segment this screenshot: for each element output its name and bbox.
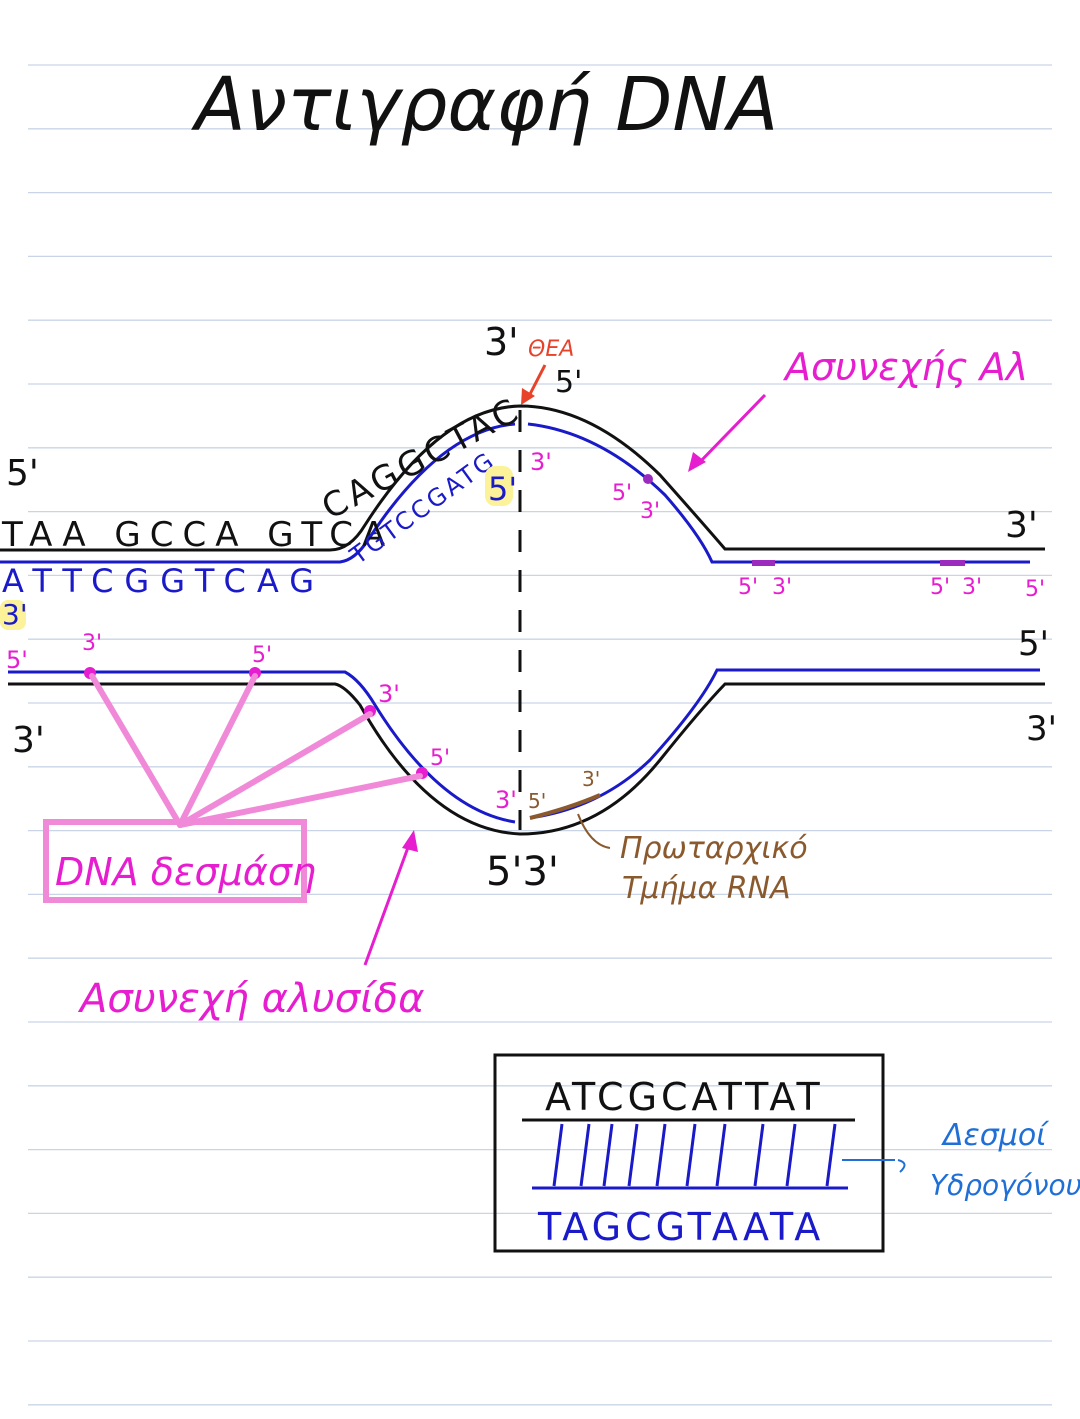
hbond-label-2: Υδρογόνου (930, 1169, 1080, 1202)
ruled-lines (28, 64, 1052, 1406)
hbond-label-1: Δεσμοί (941, 1118, 1049, 1153)
lagging-arrowhead (402, 830, 418, 852)
frag-a-5: 5' (612, 481, 632, 506)
page-title: Αντιγραφή DNA (191, 62, 778, 148)
primer-pointer (577, 813, 611, 849)
blue-mid-3-label: 3' (530, 448, 552, 476)
hydrogen-bond-line (753, 1123, 765, 1187)
hydrogen-bond-line (685, 1123, 697, 1187)
hydrogen-bonds (552, 1123, 837, 1187)
bottom-mid-label: 5'3' (486, 849, 559, 895)
top-strand-sequence: TAA GCCA GTCA (1, 515, 394, 555)
arc-3: 3' (495, 786, 517, 814)
lagging-arrow (363, 841, 412, 966)
bottom-new-strand (8, 668, 1040, 824)
blue-left-3-label: 3' (2, 598, 28, 631)
primer-5: 5' (528, 789, 546, 813)
top-new-strand (0, 422, 1030, 564)
ligase-label: DNA δεσμάση (55, 850, 316, 894)
top-parent-strand (0, 404, 1045, 552)
helicase-arrow (526, 364, 547, 399)
hydrogen-bond-line (627, 1123, 639, 1187)
bottom-left-3: 3' (12, 720, 45, 761)
frag-b-5: 5' (738, 575, 758, 600)
bottom-right-3: 3' (1026, 709, 1057, 749)
pairing-top-seq: ATCGCATTAT (545, 1075, 824, 1119)
hydrogen-bond-line (579, 1123, 591, 1187)
pairing-bottom-seq: TAGCGTAATA (537, 1205, 824, 1249)
discontinuous-arrowhead (688, 452, 706, 472)
blue-mid-5-label: 5' (488, 470, 517, 508)
top-mid-3-label: 3' (484, 320, 519, 364)
lag-5a: 5' (252, 643, 272, 668)
frag-a-3: 3' (640, 499, 660, 524)
frag-d-5: 5' (930, 575, 950, 600)
helicase-arrowhead (521, 388, 535, 405)
ligase-box (43, 819, 307, 903)
top-mid-5-label: 5' (555, 365, 582, 400)
lag-3b: 3' (378, 680, 400, 708)
hydrogen-bond-line (785, 1123, 797, 1187)
discontinuous-arrow (695, 393, 767, 467)
frag-d-3: 3' (962, 575, 982, 600)
hydrogen-bond-line (715, 1123, 727, 1187)
hydrogen-bond-line (602, 1123, 614, 1187)
primer-label-1: Πρωταρχικό (620, 831, 808, 866)
primer-3: 3' (582, 767, 600, 791)
lagging-label: Ασυνεχή αλυσίδα (77, 976, 424, 1022)
lag-5b: 5' (430, 746, 450, 771)
hydrogen-bond-line (552, 1123, 564, 1187)
rna-primer (529, 793, 601, 820)
lag-3a: 3' (82, 631, 102, 656)
nick-dot (643, 474, 653, 484)
highlight-3 (0, 600, 26, 630)
bottom-right-5: 5' (1018, 624, 1049, 664)
helicase-label: ΘΕΑ (528, 337, 574, 362)
discontinuous-label: Ασυνεχής Αλ (782, 345, 1028, 389)
bottom-parent-strand (8, 682, 1045, 836)
top-right-3-label: 3' (1005, 505, 1038, 546)
bottom-left-5: 5' (6, 646, 28, 674)
highlight-5 (485, 466, 513, 506)
top-left-5-label: 5' (6, 453, 39, 494)
hydrogen-bond-line (655, 1123, 667, 1187)
frag-c-5: 5' (1025, 577, 1045, 602)
blue-strand-sequence: ATTCGGTCAG (2, 562, 325, 600)
hydrogen-bond-line (825, 1123, 837, 1187)
hbond-arrowhead (897, 1159, 906, 1173)
frag-b-3: 3' (772, 575, 792, 600)
primer-label-2: Τμήμα RNA (622, 871, 791, 906)
ligase-pointers (89, 673, 423, 828)
base-pairing-box (493, 1053, 885, 1253)
